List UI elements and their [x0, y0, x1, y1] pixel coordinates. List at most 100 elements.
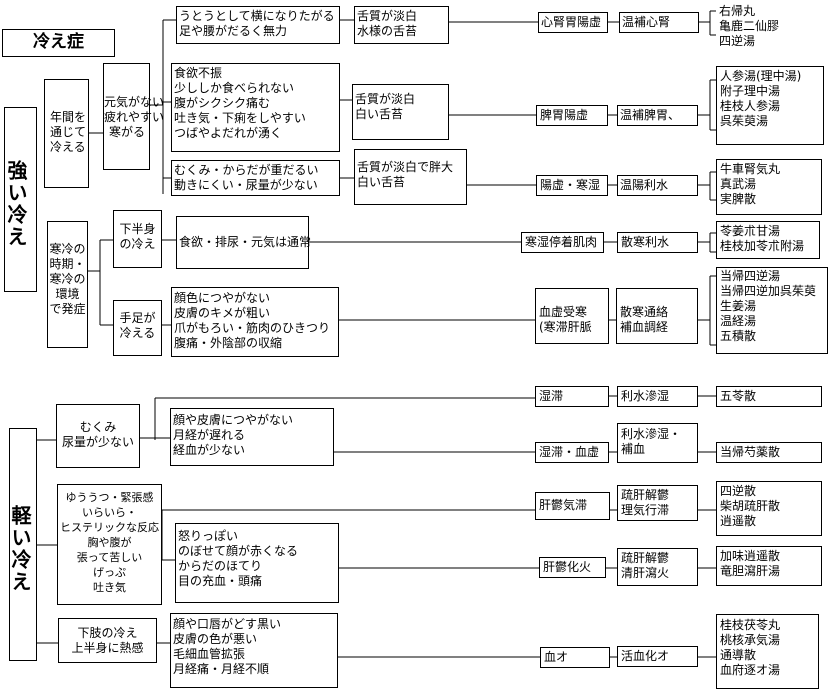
mild-g2-r1-treatment: 疏肝解鬱 理気行滞 [621, 488, 670, 517]
mild-g3-treatment: 活血化オ [621, 649, 670, 663]
strong-r3-diagnosis: 陽虚・寒湿 [540, 178, 601, 192]
strong-g2-r1-formulas: 苓姜朮甘湯 桂枝加苓朮附湯 [720, 224, 805, 253]
strong-r2-formulas-box [716, 66, 824, 145]
mild-g2-r2-treatment-box [617, 548, 698, 586]
mild-g2-r2-treatment: 疏肝解鬱 清肝瀉火 [621, 551, 670, 580]
mild-g1-r2-diagnosis: 湿滞・血虚 [539, 445, 600, 459]
strong-r2-treatment: 温補脾胃、 [620, 108, 681, 122]
strong-r3-formulas: 牛車腎気丸 真武湯 実脾散 [720, 162, 781, 206]
strong-r1-treatment-box [619, 12, 699, 33]
strong-r3-symptoms: むくみ・からだが重だるい 動きにくい・尿量が少ない [174, 163, 319, 192]
strong-type-box [103, 63, 150, 170]
strong-g2-r2-symptoms-box [171, 287, 339, 357]
mild-g3-symptoms: 顔や口唇がどす黒い 皮膚の色が悪い 毛細血管拡張 月経痛・月経不順 [173, 617, 282, 676]
mild-g2-r2-symptoms: 怒りっぽい のぼせて顔が赤くなる からだのほてり 目の充血・頭痛 [178, 529, 299, 588]
mild-g3-diagnosis: 血オ [544, 650, 569, 664]
mild-g2-r2-formulas-box [716, 546, 822, 586]
mild-g2-r1-diagnosis-box [535, 492, 610, 520]
mild-g3-treatment-box [617, 646, 698, 667]
mild-g1-r1-treatment-box [617, 386, 698, 407]
mild-g3-formulas: 桂枝茯苓丸 桃核承気湯 通導散 血府逐オ湯 [720, 618, 781, 677]
strong-cause-text: 年間を 通じて 冷える [50, 110, 87, 154]
mild-g1-r2-symptoms-box [170, 408, 334, 466]
mild-g2-r1-formulas: 四逆散 柴胡疏肝散 逍遥散 [720, 484, 781, 528]
strong-cause2-text: 寒冷の 時期・ 寒冷の 環境 で発症 [49, 242, 86, 316]
mild-g1-r1-formulas-box [716, 386, 822, 407]
mild-g2-r1-formulas-box [716, 481, 822, 536]
strong-g2-r1-formulas-box [716, 221, 820, 259]
mild-g1-r2-formulas: 当帰芍薬散 [720, 445, 781, 459]
strong-cause-box [44, 79, 89, 188]
strong-r1-symptoms: うとうとして横になりたがる 足や腰がだるく無力 [179, 9, 335, 38]
mild-g2-r2-diagnosis-box [539, 557, 606, 578]
mild-g2-r1-treatment-box [617, 485, 698, 521]
mild-cause2-text: ゆううつ・緊張感 いらいら・ ヒステリックな反応 胸や腹が 張って苦しい げっぷ… [60, 491, 159, 594]
strong-g2-r1-symptoms: 食欲・排尿・元気は通常 [179, 235, 312, 249]
page-title: 冷え症 [2, 29, 115, 57]
strong-g2-r2-symptoms: 顔色につやがない 皮膚のキメが粗い 爪がもろい・筋肉のひきつり 腹痛・外陰部の収… [174, 291, 331, 350]
strong-r2-treatment-box [617, 105, 698, 126]
strong-r2-symptoms: 食欲不振 少ししか食べられない 腹がシクシク痛む 吐き気・下痢をしやすい つばや… [174, 66, 306, 140]
strong-g2-r2-treatment: 散寒通絡 補血調経 [620, 305, 669, 334]
section-strong [4, 107, 37, 292]
strong-r1-treatment: 温補心腎 [622, 15, 671, 29]
section-mild-label: 軽い冷え [8, 505, 32, 593]
strong-r2-tongue-box [352, 84, 449, 140]
strong-r1-tongue: 舌質が淡白 水様の舌苔 [357, 9, 418, 38]
mild-g3-diagnosis-box [540, 647, 610, 668]
strong-r1-diagnosis-box [538, 12, 608, 33]
mild-g1-r1-formulas: 五苓散 [720, 389, 757, 403]
mild-g1-r2-symptoms: 顔や皮膚につやがない 月経が遅れる 経血が少ない [173, 413, 294, 457]
strong-g2-r2-treatment-box [616, 288, 698, 344]
mild-g1-r2-treatment-box [617, 423, 698, 463]
strong-r1-symptoms-box [176, 6, 340, 44]
strong-g2-r2-formulas-box [716, 267, 828, 354]
strong-g2-r2-diagnosis-box [535, 288, 609, 344]
mild-g3-symptoms-box [170, 613, 338, 688]
section-mild [9, 428, 37, 661]
strong-g2-r2-diagnosis: 血虚受寒 (寒滞肝脈 [539, 305, 592, 334]
strong-r2-tongue: 舌質が淡白 白い舌苔 [355, 92, 416, 121]
mild-g1-r1-treatment: 利水滲湿 [621, 389, 670, 403]
strong-r3-tongue-box [354, 149, 467, 205]
mild-g2-r2-diagnosis: 肝鬱化火 [543, 560, 592, 574]
strong-g2-r1-diagnosis: 寒湿停着肌肉 [525, 235, 598, 249]
mild-g1-r2-treatment: 利水滲湿・ 補血 [621, 427, 682, 456]
strong-r1-tongue-box [354, 6, 449, 44]
strong-g2-r1-type-box [113, 210, 162, 268]
mild-g1-r1-diagnosis: 湿滞 [539, 389, 564, 403]
mild-g1-r2-formulas-box [716, 442, 822, 463]
strong-r3-treatment-box [617, 175, 698, 196]
mild-g2-r2-symptoms-box [175, 523, 339, 603]
strong-g2-r1-symptoms-box [176, 216, 309, 269]
strong-g2-r2-formulas: 当帰四逆湯 当帰四逆加呉茱萸 生姜湯 温経湯 五積散 [720, 269, 817, 343]
strong-r1-diagnosis: 心腎胃陽虚 [541, 15, 602, 29]
strong-r2-diagnosis: 脾胃陽虚 [540, 108, 589, 122]
strong-r3-formulas-box [716, 159, 822, 215]
strong-g2-r1-treatment: 散寒利水 [621, 235, 670, 249]
mild-g1-r1-diagnosis-box [535, 386, 609, 407]
strong-g2-r1-type: 下半身 の冷え [119, 222, 156, 251]
mild-g2-r1-diagnosis: 肝鬱気滞 [539, 498, 588, 512]
strong-r2-symptoms-box [171, 63, 340, 152]
strong-r2-diagnosis-box [536, 105, 608, 126]
strong-type-text: 元気がない 疲れやすい 寒がる [104, 95, 165, 139]
strong-r3-tongue: 舌質が淡白で胖大 白い舌苔 [357, 160, 454, 189]
strong-r1-formulas: 右帰丸 亀鹿二仙膠 四逆湯 [719, 4, 780, 48]
mild-g1-r2-diagnosis-box [535, 442, 609, 463]
mild-cause3-box [58, 618, 157, 663]
strong-cause2-box [47, 221, 88, 348]
mild-cause1-text: むくみ 尿量が少ない [61, 420, 134, 449]
strong-g2-r2-type-box [113, 300, 162, 356]
strong-r3-symptoms-box [171, 160, 340, 196]
strong-r2-formulas: 人参湯(理中湯) 附子理中湯 桂枝人参湯 呉茱萸湯 [720, 69, 802, 128]
strong-r3-treatment: 温陽利水 [620, 178, 669, 192]
strong-r3-diagnosis-box [536, 175, 608, 196]
strong-g2-r1-diagnosis-box [521, 232, 604, 253]
mild-g3-formulas-box [716, 614, 819, 689]
strong-g2-r2-type: 手足が 冷える [119, 311, 156, 340]
mild-cause2-box [57, 484, 162, 605]
mild-cause1-box [56, 404, 140, 468]
